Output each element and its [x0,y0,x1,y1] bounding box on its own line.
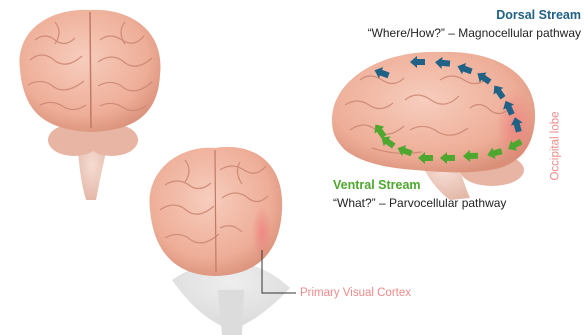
primary-visual-cortex-label: Primary Visual Cortex [300,288,411,300]
ventral-pathway-label: “What?” – Parvocellular pathway [333,197,506,209]
ventral-stream-title: Ventral Stream [333,179,421,192]
dorsal-stream-title: Dorsal Stream [496,9,581,22]
brain-posterior-view [150,147,290,335]
occipital-lobe-label: Occipital lobe [550,111,562,180]
dorsal-pathway-label: “Where/How?” – Magnocellular pathway [368,27,581,39]
brain-front-view [20,10,161,200]
